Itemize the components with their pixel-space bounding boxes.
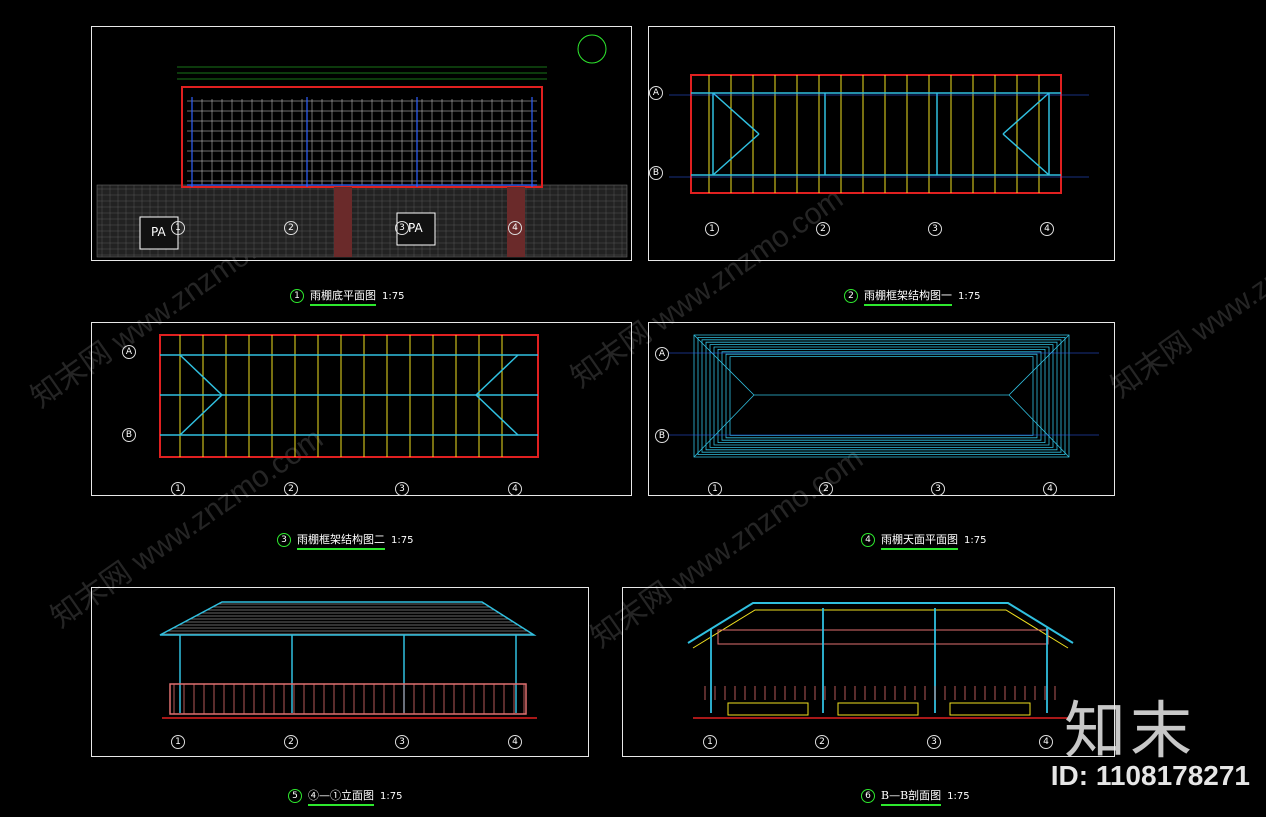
axis-label: 4 [1040,222,1054,236]
axis-label: 2 [284,735,298,749]
frame-structure-2-drawing [159,334,539,458]
axis-label: 1 [708,482,722,496]
drawing-title: 雨棚框架结构图二 [297,531,385,550]
panel-frame-structure-1 [648,26,1115,261]
parking-label: PA [408,221,423,235]
panel-frame-structure-2 [91,322,632,496]
elevation-drawing [159,601,537,719]
axis-label: 2 [815,735,829,749]
drawing-scale: 1:75 [958,290,981,302]
axis-label: 3 [395,221,409,235]
section-drawing [687,602,1074,719]
watermark: 知末网 www.znzmo.com [1105,191,1266,405]
caption-5: 5 ④—①立面图 1:75 [288,786,402,806]
axis-label: 4 [508,482,522,496]
axis-label: 2 [284,221,298,235]
axis-label: 2 [819,482,833,496]
axis-label: 3 [931,482,945,496]
drawing-scale: 1:75 [947,790,970,802]
drawing-scale: 1:75 [382,290,405,302]
axis-label: 1 [703,735,717,749]
drawing-number: 5 [288,789,302,803]
roof-plan-drawing [669,334,1099,458]
axis-label: 4 [1039,735,1053,749]
axis-label: 2 [816,222,830,236]
drawing-number: 6 [861,789,875,803]
caption-1: 1 雨棚底平面图 1:75 [290,286,404,306]
row-label: A [122,345,136,359]
drawing-number: 4 [861,533,875,547]
drawing-number: 2 [844,289,858,303]
row-label: A [655,347,669,361]
caption-3: 3 雨棚框架结构图二 1:75 [277,530,413,550]
panel-elevation [91,587,589,757]
row-label: B [649,166,663,180]
drawing-number: 3 [277,533,291,547]
axis-label: 2 [284,482,298,496]
axis-label: 1 [171,735,185,749]
drawing-title: 雨棚天面平面图 [881,531,958,550]
image-id: ID: 1108178271 [1050,760,1250,791]
drawing-title: B—B剖面图 [881,787,942,806]
drawing-title: 雨棚底平面图 [310,287,376,306]
axis-label: 4 [508,221,522,235]
row-label: B [122,428,136,442]
row-label: A [649,86,663,100]
parking-label: PA [151,225,166,239]
axis-label: 3 [395,482,409,496]
axis-label: 3 [928,222,942,236]
drawing-scale: 1:75 [964,534,987,546]
caption-4: 4 雨棚天面平面图 1:75 [861,530,986,550]
floor-plan-drawing [96,34,628,258]
drawing-scale: 1:75 [391,534,414,546]
drawing-title: ④—①立面图 [308,787,374,806]
axis-label: 3 [927,735,941,749]
drawing-title: 雨棚框架结构图一 [864,287,952,306]
frame-structure-1-drawing [669,74,1089,194]
axis-label: 4 [1043,482,1057,496]
caption-6: 6 B—B剖面图 1:75 [861,786,970,806]
axis-label: 1 [171,221,185,235]
brand-logo: 知末 [1063,694,1196,767]
axis-label: 1 [171,482,185,496]
panel-roof-plan [648,322,1115,496]
axis-label: 1 [705,222,719,236]
caption-2: 2 雨棚框架结构图一 1:75 [844,286,980,306]
panel-floor-plan: PA PA [91,26,632,261]
axis-label: 3 [395,735,409,749]
panel-section [622,587,1115,757]
drawing-number: 1 [290,289,304,303]
axis-label: 4 [508,735,522,749]
row-label: B [655,429,669,443]
drawing-scale: 1:75 [380,790,403,802]
